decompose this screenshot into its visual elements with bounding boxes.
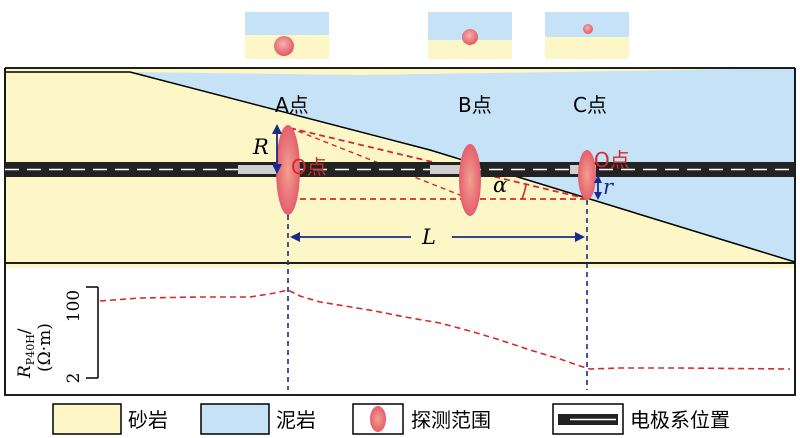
- svg-text:RP40H/: RP40H/: [15, 328, 37, 379]
- symbol-r: r: [603, 175, 615, 199]
- symbol-R: R: [252, 135, 269, 159]
- label-point-c: C点: [573, 93, 607, 117]
- vertical-guides: [287, 200, 588, 390]
- resistivity-curve: [99, 289, 791, 370]
- mini-panel-b: [428, 12, 512, 59]
- label-o-right: O点: [594, 148, 630, 172]
- distance-L-arrow: [290, 232, 585, 242]
- symbol-L: L: [421, 225, 436, 249]
- geology-section: [4, 67, 796, 396]
- mudstone-layer: [130, 68, 795, 262]
- label-point-a: A点: [275, 93, 309, 117]
- ylabel-main: R: [15, 365, 35, 379]
- detection-sphere-a: [274, 36, 294, 56]
- resistivity-track: [86, 286, 791, 379]
- electrode-tool: [5, 162, 795, 177]
- label-o-left: O点: [291, 155, 327, 179]
- detection-ellipse-c: [578, 150, 596, 200]
- legend-label-sandstone: 砂岩: [128, 408, 168, 432]
- mini-panel-c: [545, 12, 629, 59]
- legend-detection-ellipse: [370, 406, 386, 432]
- legend-label-mudstone: 泥岩: [276, 408, 316, 432]
- legend-swatch-sandstone: [52, 403, 122, 435]
- ylabel-slash: /: [15, 328, 35, 334]
- y-axis-label: RP40H/ (Ω·m): [15, 323, 55, 379]
- legend: 砂岩 泥岩 探测范围 电极系位置: [52, 403, 730, 435]
- symbol-alpha: α: [493, 173, 507, 197]
- detection-sphere-b: [462, 29, 478, 45]
- detection-ellipse-a: [276, 125, 300, 215]
- detection-sphere-c: [583, 24, 593, 34]
- ytick-bottom: 2: [64, 373, 84, 384]
- mini-panel-a: [245, 12, 329, 59]
- ylabel-sub: P40H: [24, 334, 37, 365]
- legend-label-electrode: 电极系位置: [630, 408, 730, 432]
- legend-swatch-mudstone: [200, 403, 270, 435]
- label-point-b: B点: [458, 93, 492, 117]
- detection-ellipses: [276, 125, 596, 216]
- ytick-top: 100: [64, 290, 84, 322]
- radius-R-arrow: [272, 124, 282, 174]
- alpha-arc: [521, 184, 527, 200]
- radius-r-arrow: [594, 175, 602, 200]
- ylabel-unit: (Ω·m): [35, 323, 55, 372]
- detection-ellipse-b: [459, 144, 481, 216]
- legend-label-detection: 探测范围: [411, 408, 491, 432]
